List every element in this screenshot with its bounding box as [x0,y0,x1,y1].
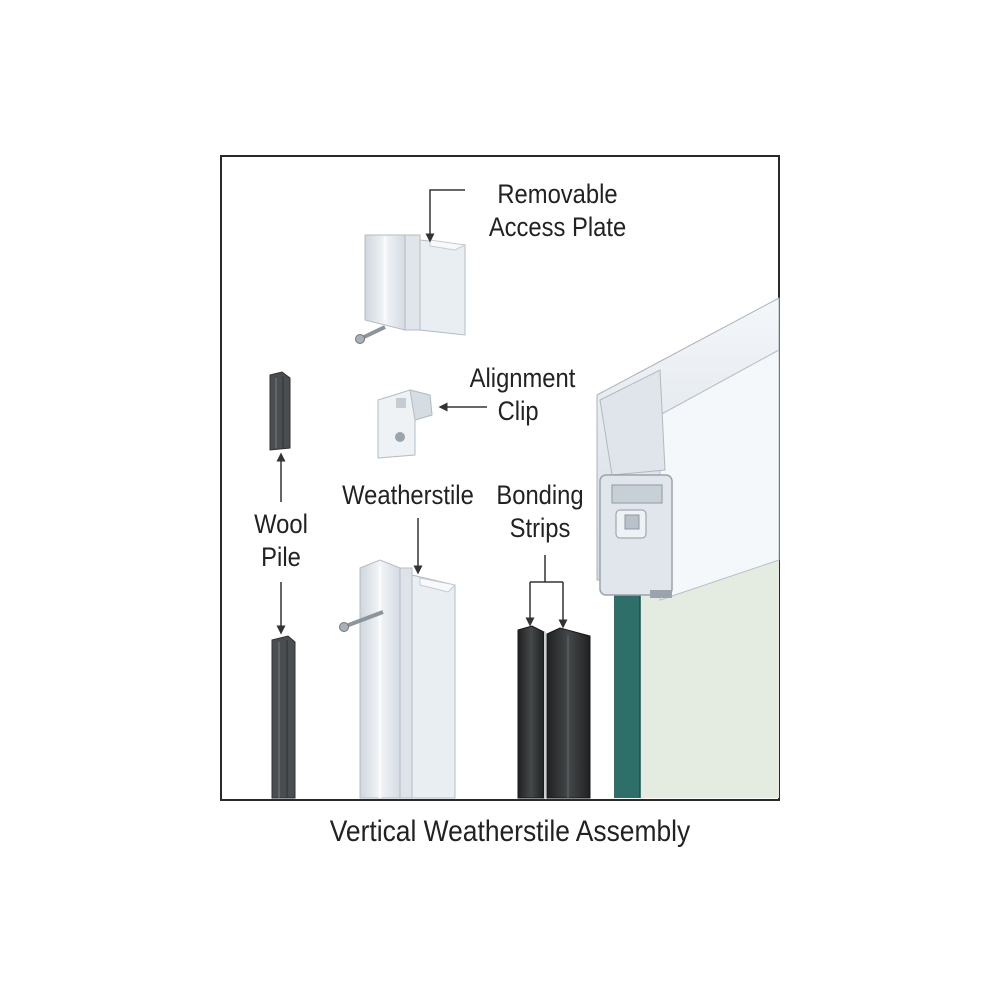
label-bonding-strips-line1: Bonding [496,480,584,510]
label-access-plate-line1: Removable [497,179,618,209]
label-alignment-clip: Alignment Clip [463,362,582,428]
header-rail [596,297,780,601]
bonding-strips-part [517,625,591,799]
label-wool-pile: Wool Pile [241,508,320,574]
wool-pile-bottom-part [271,635,296,799]
label-wool-pile-line1: Wool [254,509,308,539]
label-bonding-strips: Bonding Strips [492,479,589,545]
label-alignment-clip-line2: Clip [497,396,539,426]
label-access-plate-line2: Access Plate [488,212,627,242]
label-wool-pile-line2: Pile [261,542,301,572]
label-weatherstile-text: Weatherstile [342,480,474,510]
diagram-caption: Vertical Weatherstile Assembly [329,815,691,848]
label-bonding-strips-line2: Strips [509,513,571,543]
leader-bonding-strips [525,555,568,629]
alignment-clip-part [377,389,433,459]
screw-top [355,325,386,344]
label-weatherstile: Weatherstile [338,479,479,512]
label-access-plate: Removable Access Plate [481,178,635,244]
leader-access-plate [425,189,465,243]
screw-middle [339,610,384,632]
label-alignment-clip-line1: Alignment [469,363,576,393]
weatherstile-part [359,559,457,799]
access-plate-part [364,234,467,336]
wool-pile-top-part [269,371,291,451]
